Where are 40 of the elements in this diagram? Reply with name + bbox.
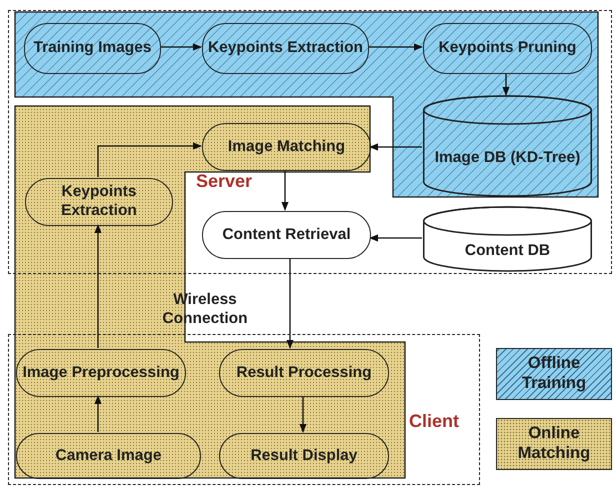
node-label: Camera Image xyxy=(56,446,162,466)
database-cylinder xyxy=(423,96,592,196)
node-label: Result Display xyxy=(250,446,358,466)
process-box xyxy=(24,23,161,74)
arrow xyxy=(502,73,510,96)
process-box xyxy=(16,433,201,479)
arrow xyxy=(160,43,202,51)
region-label: Server xyxy=(196,171,252,192)
process-box xyxy=(219,349,389,397)
node-label: Image Matching xyxy=(228,138,346,156)
node-label: Image DB (KD-Tree) xyxy=(434,148,580,168)
database-cylinder xyxy=(423,207,592,271)
arrow xyxy=(94,395,102,432)
legend-label: Online Matching xyxy=(516,424,592,464)
arrow xyxy=(369,234,422,242)
arrow xyxy=(299,396,307,433)
region-label: Client xyxy=(409,411,460,432)
node-label: Content Retrieval xyxy=(222,226,351,244)
process-box xyxy=(202,211,371,259)
node-label: Content DB xyxy=(464,240,550,260)
node-label: Keypoints Pruning xyxy=(438,39,576,58)
node-label: Keypoints Extraction xyxy=(208,39,364,58)
process-box xyxy=(16,349,186,397)
arrow xyxy=(286,258,294,349)
arrow xyxy=(281,170,289,211)
process-box xyxy=(202,123,371,171)
process-box xyxy=(423,23,592,74)
process-box xyxy=(219,433,389,479)
arrow xyxy=(97,142,202,177)
node-label: Training Images xyxy=(33,39,152,58)
arrow xyxy=(368,43,423,51)
node-label: Image Preprocessing xyxy=(22,364,180,382)
process-box xyxy=(25,178,173,226)
dashed-region xyxy=(8,10,612,274)
process-box xyxy=(202,23,369,74)
dashed-region xyxy=(8,334,480,485)
legend-label: Offline Training xyxy=(520,354,588,394)
arrow xyxy=(94,224,102,348)
node-label: Keypoints Extraction xyxy=(60,183,138,221)
node-label: Result Processing xyxy=(236,364,372,382)
